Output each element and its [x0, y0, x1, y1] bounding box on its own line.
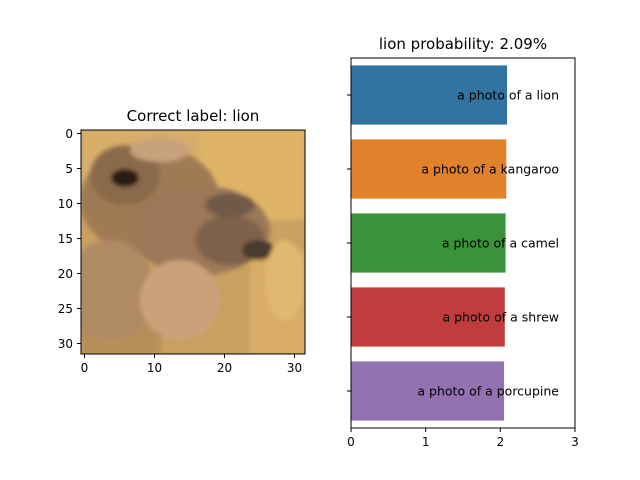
- bar-label: a photo of a porcupine: [417, 384, 559, 399]
- bar-x-axis: 0 1 2 3: [347, 428, 579, 449]
- image-y-tick-label: 20: [58, 267, 73, 281]
- bar: [351, 287, 505, 347]
- image-y-tick-label: 0: [65, 127, 73, 141]
- bars: a photo of a lion a photo of a kangaroo a …: [351, 65, 559, 421]
- bar-x-tick-label: 1: [422, 435, 430, 449]
- image-y-axis: 0 5 10 15 20 25 30: [58, 127, 81, 351]
- bar-label: a photo of a kangaroo: [421, 162, 559, 177]
- image-title: Correct label: lion: [127, 107, 260, 125]
- bar-label: a photo of a camel: [442, 236, 559, 251]
- image-y-tick-label: 15: [58, 232, 73, 246]
- image-x-tick-label: 10: [147, 361, 162, 375]
- image-x-tick-label: 20: [217, 361, 232, 375]
- lion-image: [81, 130, 305, 354]
- bar-label: a photo of a shrew: [442, 310, 559, 325]
- image-y-tick-label: 5: [65, 162, 73, 176]
- bar: [351, 361, 505, 421]
- image-y-tick-label: 25: [58, 302, 73, 316]
- bar-label: a photo of a lion: [457, 88, 559, 103]
- bar-x-tick-label: 2: [497, 435, 505, 449]
- image-x-axis: 0 10 20 30: [81, 354, 302, 375]
- bar-y-axis: [347, 94, 351, 392]
- image-x-tick-label: 0: [81, 361, 89, 375]
- bar-x-tick-label: 3: [571, 435, 579, 449]
- image-panel: Correct label: lion: [58, 107, 306, 375]
- image-y-tick-label: 30: [58, 337, 73, 351]
- bar: [351, 213, 506, 273]
- bar-panel: lion probability: 2.09% a photo of a lio…: [347, 35, 579, 449]
- bar-x-tick-label: 0: [347, 435, 355, 449]
- bar: [351, 65, 508, 125]
- bar: [351, 139, 507, 199]
- image-x-tick-label: 30: [287, 361, 302, 375]
- image-y-tick-label: 10: [58, 197, 73, 211]
- bar-chart-title: lion probability: 2.09%: [379, 35, 547, 53]
- image-frame: [80, 129, 306, 355]
